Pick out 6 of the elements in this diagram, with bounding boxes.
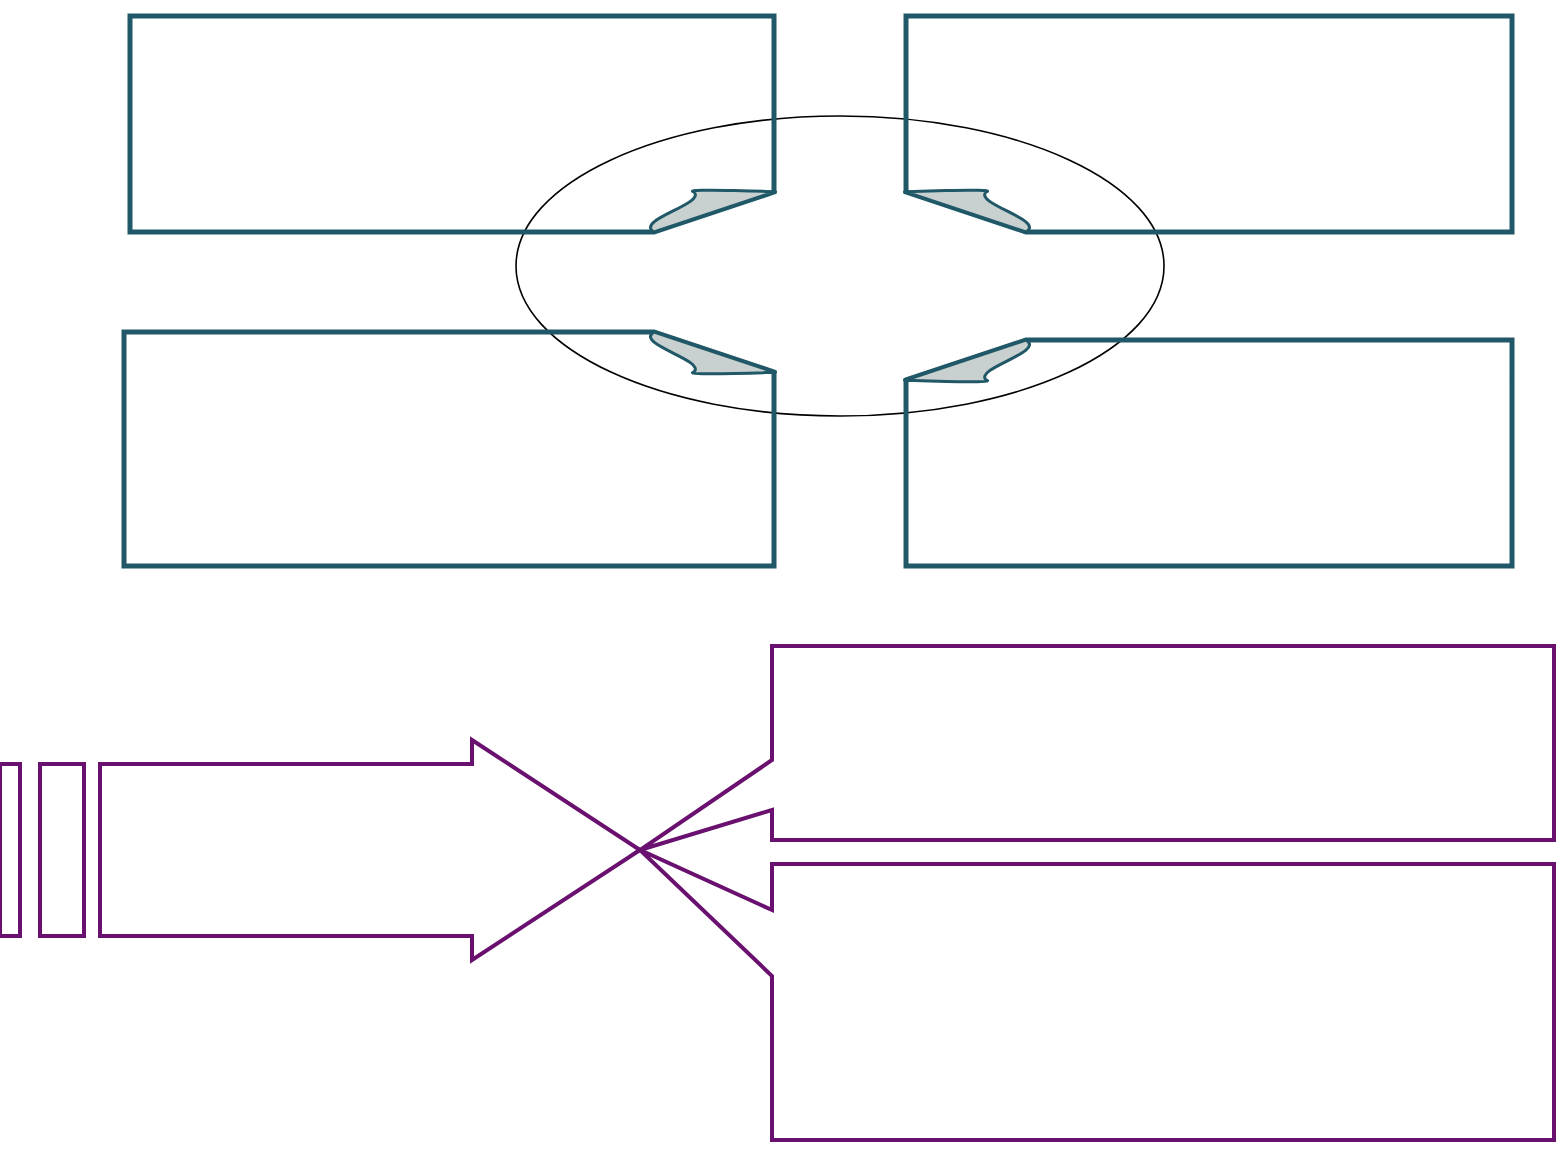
callout-box bbox=[628, 644, 1556, 856]
folded-note-box bbox=[903, 13, 1515, 235]
block-arrow bbox=[0, 736, 644, 964]
folded-note-box bbox=[127, 13, 777, 235]
folded-note-box bbox=[121, 329, 777, 569]
folded-note-box bbox=[903, 337, 1515, 569]
